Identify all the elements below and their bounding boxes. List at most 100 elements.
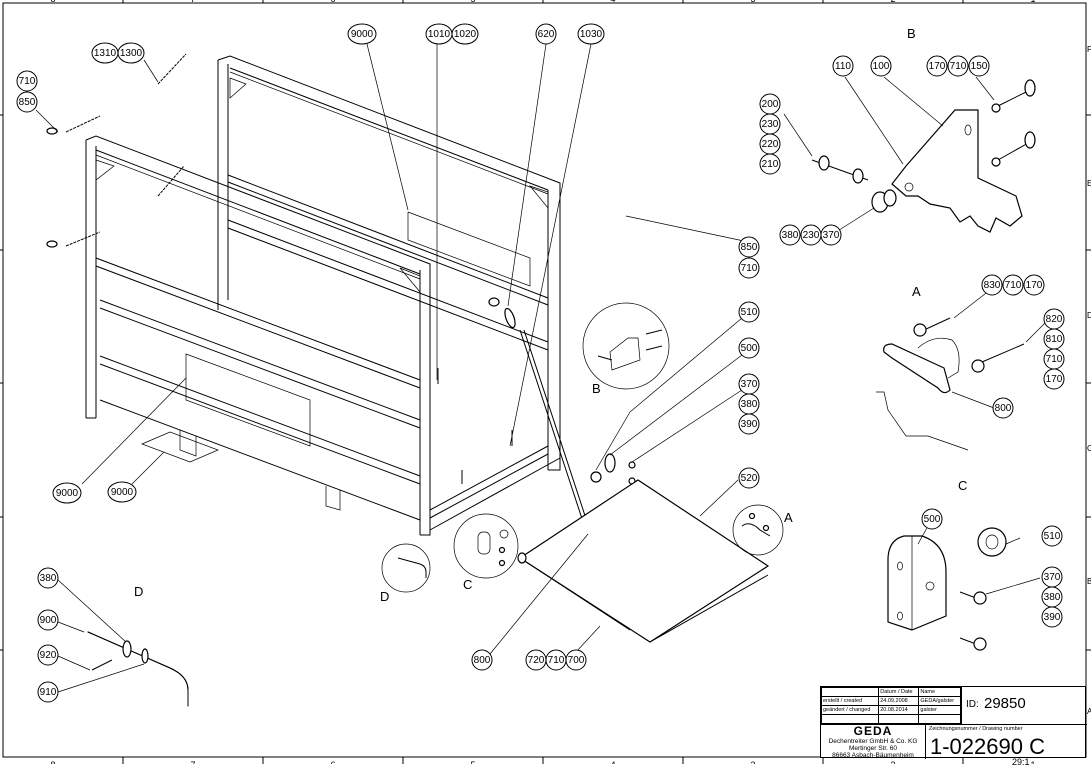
balloon-710: 710 xyxy=(16,70,38,92)
balloon-850: 850 xyxy=(16,91,38,113)
balloon-380: 380 xyxy=(738,393,760,415)
balloon-outline xyxy=(870,55,892,77)
main-leader-lines xyxy=(35,43,759,655)
balloon-700: 700 xyxy=(565,649,587,671)
detail-b-title: B xyxy=(907,26,916,41)
balloon-number: 380 xyxy=(782,230,799,241)
zone-row-label: E xyxy=(1087,179,1091,188)
balloon-380: 380 xyxy=(37,567,59,589)
balloon-number: 9000 xyxy=(351,29,374,40)
created-name: GEDA/galster xyxy=(918,696,961,706)
balloon-number: 370 xyxy=(741,379,758,390)
balloon-number: 1010 xyxy=(428,29,451,40)
balloon-outline xyxy=(1023,274,1045,296)
front-frame xyxy=(85,135,431,536)
detail-a-title: A xyxy=(912,284,921,299)
balloon-outline xyxy=(1041,525,1063,547)
balloon-outline xyxy=(451,23,479,45)
balloon-number: 700 xyxy=(568,655,585,666)
balloon-number: 810 xyxy=(1046,334,1063,345)
balloon-number: 100 xyxy=(873,61,890,72)
balloon-outline xyxy=(565,649,587,671)
balloon-outline xyxy=(37,681,59,703)
balloon-outline xyxy=(779,224,801,246)
balloon-number: 710 xyxy=(950,61,967,72)
platform xyxy=(517,479,770,643)
balloon-210: 210 xyxy=(759,153,781,175)
balloon-outline xyxy=(759,153,781,175)
balloon-number: 1020 xyxy=(454,29,477,40)
changed-label: geändert / changed xyxy=(820,705,880,715)
rear-frame xyxy=(217,55,561,471)
balloon-710: 710 xyxy=(738,257,760,279)
chain-parts xyxy=(46,53,187,248)
changed-name: galster xyxy=(918,705,961,715)
balloon-number: 110 xyxy=(835,61,851,72)
balloon-outline xyxy=(577,23,605,45)
balloon-370: 370 xyxy=(820,224,842,246)
balloon-number: 520 xyxy=(741,473,758,484)
detail-circle-b[interactable]: B xyxy=(582,302,670,396)
balloon-910: 910 xyxy=(37,681,59,703)
balloon-outline xyxy=(981,274,1003,296)
balloon-800: 800 xyxy=(471,649,493,671)
balloon-1020: 1020 xyxy=(451,23,479,45)
company-name: Dechentreiter GmbH & Co. KG xyxy=(828,738,918,745)
balloon-outline xyxy=(37,609,59,631)
zone-row-label: D xyxy=(1087,311,1091,320)
balloon-number: 210 xyxy=(762,159,779,170)
detail-circle-a[interactable]: A xyxy=(732,504,793,556)
detail-d-title: D xyxy=(134,584,143,599)
company-block: GEDA Dechentreiter GmbH & Co. KG Merting… xyxy=(821,724,925,759)
main-assembly-view: B C D A xyxy=(35,43,793,655)
balloon-outline xyxy=(738,301,760,323)
balloon-720: 720 xyxy=(525,649,547,671)
detail-circle-d[interactable]: D xyxy=(380,543,431,604)
zone-column-label-top: 2 xyxy=(890,0,895,4)
balloon-number: 380 xyxy=(741,399,758,410)
zone-row-label: B xyxy=(1087,577,1091,586)
balloon-510: 510 xyxy=(738,301,760,323)
balloon-1310: 1310 xyxy=(91,42,119,64)
balloon-830: 830 xyxy=(981,274,1003,296)
balloon-380: 380 xyxy=(779,224,801,246)
balloon-outline xyxy=(926,55,948,77)
balloon-number: 200 xyxy=(762,99,779,110)
balloon-number: 710 xyxy=(741,263,758,274)
balloon-number: 800 xyxy=(474,655,491,666)
balloon-outline xyxy=(107,481,137,503)
balloon-outline xyxy=(347,23,377,45)
balloon-outline xyxy=(535,23,557,45)
balloon-outline xyxy=(1041,606,1063,628)
balloon-outline xyxy=(820,224,842,246)
balloon-outline xyxy=(738,236,760,258)
balloon-number: 910 xyxy=(40,687,57,698)
balloon-520: 520 xyxy=(738,467,760,489)
balloon-number: 620 xyxy=(538,29,555,40)
zone-column-label: 8 xyxy=(50,760,55,764)
balloon-9000: 9000 xyxy=(347,23,377,45)
zone-column-label-top: 6 xyxy=(330,0,335,4)
company-city: 86663 Asbach-Bäumenheim xyxy=(832,752,914,759)
header-date: Datum / Date xyxy=(878,687,920,697)
balloon-9000: 9000 xyxy=(107,481,137,503)
balloon-outline xyxy=(992,397,1014,419)
balloon-number: 170 xyxy=(929,61,946,72)
balloon-number: 710 xyxy=(1046,354,1063,365)
drawing-number-label: Zeichnungsnummer / Drawing number xyxy=(929,726,1023,732)
balloon-outline xyxy=(37,644,59,666)
balloon-number: 380 xyxy=(40,573,57,584)
balloon-outline xyxy=(921,508,943,530)
balloon-370: 370 xyxy=(738,373,760,395)
detail-circle-c[interactable]: C xyxy=(453,513,519,592)
balloon-number: 150 xyxy=(971,61,988,72)
balloon-number: 380 xyxy=(1044,592,1061,603)
nut-370 xyxy=(871,189,897,213)
balloon-710: 710 xyxy=(1043,348,1065,370)
balloon-150: 150 xyxy=(968,55,990,77)
balloon-number: 220 xyxy=(762,139,779,150)
